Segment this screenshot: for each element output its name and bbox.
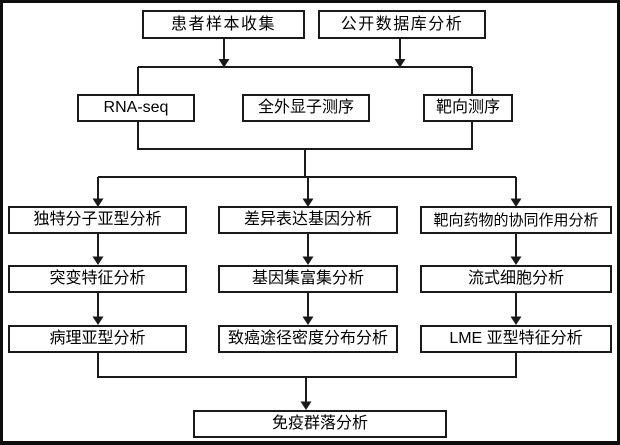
node-patient-sample-collection: 患者样本收集 bbox=[142, 10, 305, 39]
arrowhead-down-icon bbox=[510, 198, 522, 207]
node-lme-subtype-signature-analysis: LME 亚型特征分析 bbox=[420, 325, 612, 353]
node-differential-expression-gene-analysis: 差异表达基因分析 bbox=[218, 206, 398, 234]
arrowhead-down-icon bbox=[510, 256, 522, 265]
arrowhead-down-icon bbox=[394, 59, 406, 68]
arrowhead-down-icon bbox=[302, 198, 314, 207]
node-rna-seq: RNA-seq bbox=[77, 94, 195, 122]
node-immune-community-analysis: 免疫群落分析 bbox=[193, 410, 447, 438]
arrowhead-down-icon bbox=[302, 316, 314, 325]
node-whole-exome-sequencing: 全外显子测序 bbox=[242, 94, 370, 122]
node-mutation-signature-analysis: 突变特征分析 bbox=[8, 265, 187, 293]
arrowhead-down-icon bbox=[92, 198, 104, 207]
node-flow-cytometry-analysis: 流式细胞分析 bbox=[420, 265, 612, 293]
arrowhead-down-icon bbox=[218, 59, 230, 68]
node-gene-set-enrichment-analysis: 基因集富集分析 bbox=[218, 265, 398, 293]
node-targeted-sequencing: 靶向测序 bbox=[423, 94, 513, 122]
arrowheads bbox=[92, 59, 522, 410]
node-public-database-analysis: 公开数据库分析 bbox=[318, 10, 486, 39]
arrowhead-down-icon bbox=[510, 316, 522, 325]
arrowhead-down-icon bbox=[92, 316, 104, 325]
node-targeted-drug-synergy-analysis: 靶向药物的协同作用分析 bbox=[420, 206, 612, 234]
arrowhead-down-icon bbox=[92, 256, 104, 265]
node-unique-molecular-subtype-analysis: 独特分子亚型分析 bbox=[8, 206, 187, 234]
node-oncogenic-pathway-density-analysis: 致癌途径密度分布分析 bbox=[218, 325, 398, 353]
arrowhead-down-icon bbox=[300, 401, 312, 410]
node-pathological-subtype-analysis: 病理亚型分析 bbox=[8, 325, 187, 353]
arrowhead-down-icon bbox=[302, 256, 314, 265]
